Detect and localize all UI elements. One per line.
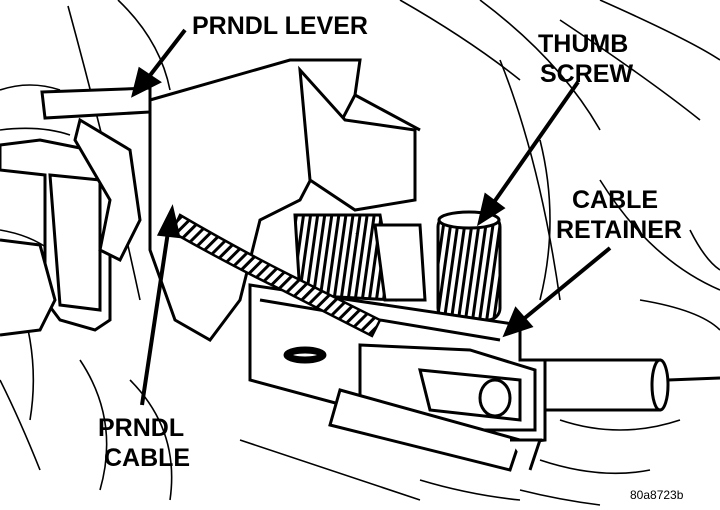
prndl-cable-label-line2: CABLE — [104, 444, 190, 472]
column-bracket — [0, 138, 112, 337]
adjuster-barrel — [293, 213, 427, 302]
thumb-screw-label-line2: SCREW — [540, 60, 633, 88]
leader-arrows — [131, 28, 612, 406]
prndl-lever-leader — [131, 28, 187, 98]
thumb-screw-leader — [476, 80, 580, 227]
lower-mount — [328, 388, 543, 472]
prndl-cable-core — [170, 213, 382, 338]
prndl-cable-label-line1: PRNDL — [98, 414, 184, 442]
cable-retainer-label-line2: RETAINER — [556, 216, 682, 244]
prndl-lever-label: PRNDL LEVER — [192, 12, 368, 40]
figure-id: 80a8723b — [630, 488, 684, 502]
cable-retainer-label-line1: CABLE — [572, 186, 658, 214]
cable-sheath — [543, 358, 720, 412]
shift-housing — [148, 58, 421, 342]
thumb-screw — [436, 210, 502, 322]
thumb-screw-label-line1: THUMB — [538, 30, 628, 58]
prndl-cable-leader — [140, 204, 181, 406]
cable-retainer-leader — [502, 246, 612, 338]
